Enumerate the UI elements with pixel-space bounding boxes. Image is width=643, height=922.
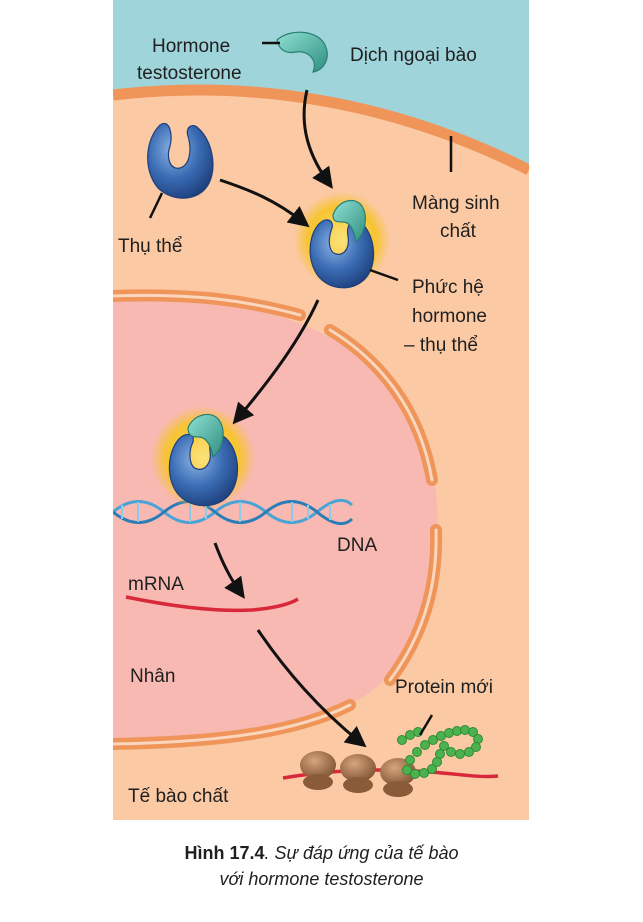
label-hormone-line2: testosterone	[137, 63, 242, 84]
label-nucleus: Nhân	[130, 666, 175, 687]
label-receptor: Thụ thể	[118, 236, 182, 257]
mrna-strand	[125, 595, 299, 613]
free-receptor	[147, 122, 214, 199]
label-cytoplasm: Tế bào chất	[128, 786, 229, 807]
label-mrna: mRNA	[128, 574, 184, 595]
dna-helix	[113, 498, 354, 526]
nuclear-complex	[151, 406, 255, 510]
arrow-mrna-to-ribosome	[256, 629, 367, 748]
plasma-membrane	[113, 84, 529, 175]
label-complex-line2: hormone	[412, 306, 487, 327]
arrow-dna-to-mrna	[213, 542, 245, 599]
flow-arrows	[213, 89, 367, 748]
hormone-response-diagram: Hormone testosterone Dịch ngoại bào Màng…	[113, 0, 529, 820]
caption-number: Hình 17.4	[184, 843, 265, 863]
leader-lines	[148, 41, 453, 736]
figure-caption: Hình 17.4. Sự đáp ứng của tế bào với hor…	[0, 840, 643, 892]
label-new-protein: Protein mới	[395, 677, 493, 698]
arrow-hormone-to-complex	[302, 89, 333, 189]
arrow-receptor-to-complex	[219, 178, 310, 228]
hormone-receptor-complex	[294, 192, 390, 289]
label-membrane-line2: chất	[440, 221, 477, 242]
caption-text-line1: . Sự đáp ứng của tế bào	[264, 843, 459, 863]
label-dna: DNA	[337, 535, 377, 556]
label-complex-line1: Phức hệ	[412, 277, 484, 298]
label-membrane-line1: Màng sinh	[412, 193, 500, 214]
label-hormone-line1: Hormone	[152, 36, 230, 57]
caption-line1: Hình 17.4. Sự đáp ứng của tế bào	[0, 840, 643, 866]
new-protein-chain	[397, 725, 483, 779]
free-hormone	[276, 31, 328, 73]
label-extracellular: Dịch ngoại bào	[350, 45, 477, 66]
ribosome-group	[300, 751, 416, 797]
caption-text-line2: với hormone testosterone	[219, 869, 424, 889]
arrow-complex-to-nucleus	[232, 299, 320, 425]
label-complex-line3: – thụ thể	[404, 335, 478, 356]
